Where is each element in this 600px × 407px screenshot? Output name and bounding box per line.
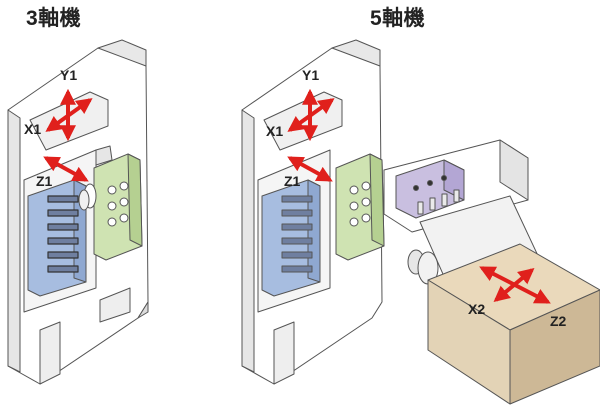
axis-arrows-right xyxy=(287,88,551,304)
arrow-x2 xyxy=(493,267,535,303)
label-z2: Z2 xyxy=(550,313,567,329)
label-x2: X2 xyxy=(468,301,485,317)
green-workpiece-left xyxy=(93,153,143,261)
machine-3-axis xyxy=(7,39,149,385)
arrow-x1-right xyxy=(287,98,335,132)
arrow-x1-left xyxy=(45,98,93,132)
label-x1-right: X1 xyxy=(266,123,283,139)
label-y1-right: Y1 xyxy=(302,67,319,83)
axis-arrows-left xyxy=(43,88,93,182)
label-z1-right: Z1 xyxy=(284,173,301,189)
arrow-z1-left xyxy=(43,156,89,182)
machine-5-axis xyxy=(241,39,600,405)
label-y1-left: Y1 xyxy=(60,67,77,83)
green-workpiece-right xyxy=(335,153,385,261)
spindle-left xyxy=(78,183,97,211)
label-z1-left: Z1 xyxy=(36,173,53,189)
blue-workpiece-left xyxy=(27,179,87,297)
title-5-axis: 5軸機 xyxy=(370,7,426,30)
title-3-axis: 3軸機 xyxy=(26,7,82,30)
blue-workpiece-right xyxy=(261,179,321,297)
label-x1-left: X1 xyxy=(24,121,41,137)
arrow-z1-right xyxy=(287,156,333,182)
purple-tool-block xyxy=(395,159,465,219)
